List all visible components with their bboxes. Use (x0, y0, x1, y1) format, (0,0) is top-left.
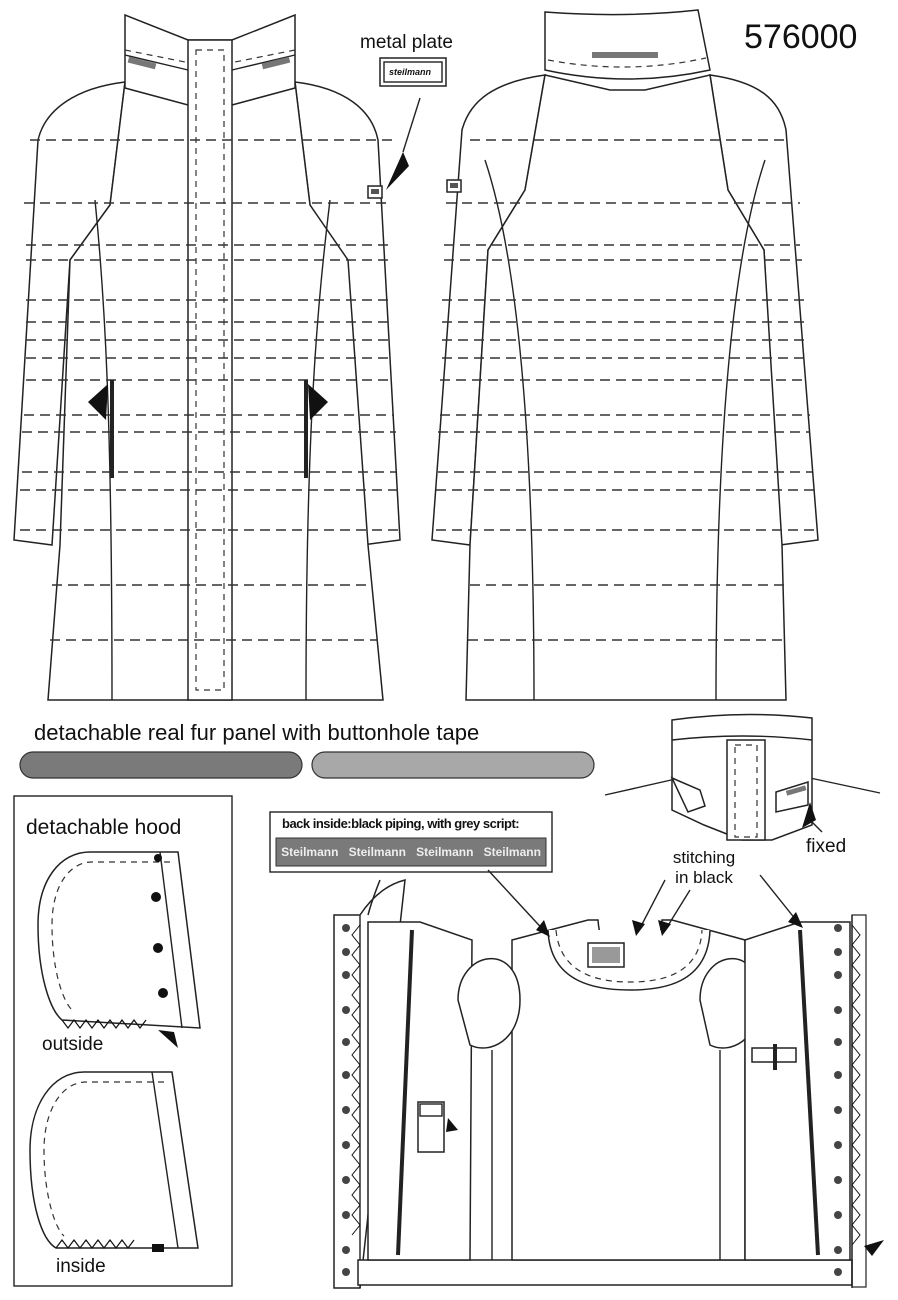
front-view-coat (13, 13, 421, 701)
back-quilting-lines (436, 139, 816, 641)
back-view-coat (431, 9, 819, 701)
metal-plate-label: metal plate (360, 32, 453, 53)
hood-outside-label: outside (42, 1034, 104, 1055)
script-tape: Steilmann Steilmann Steilmann Steilmann (276, 838, 546, 866)
callout-arrows (367, 869, 803, 937)
pocket-arrow-right (308, 384, 328, 420)
inside-view (333, 879, 884, 1289)
front-quilting-lines (20, 139, 400, 641)
metal-plate-logo: steilmann (389, 67, 432, 77)
fur-panel-label: detachable real fur panel with buttonhol… (34, 720, 480, 745)
hood-title: detachable hood (26, 816, 182, 839)
collar-detail (604, 713, 881, 841)
script-tape-word: Steilmann (281, 845, 339, 859)
fur-panel-right-bar (311, 751, 595, 779)
style-number: 576000 (744, 18, 858, 56)
script-tape-word: Steilmann (483, 845, 541, 859)
pocket-arrow-left (88, 384, 108, 420)
piping-note: back inside:black piping, with grey scri… (282, 816, 520, 831)
script-tape-word: Steilmann (348, 845, 406, 859)
hood-inside-label: inside (56, 1256, 106, 1277)
hood-inside-drawing (29, 1071, 199, 1252)
script-tape-word: Steilmann (416, 845, 474, 859)
fixed-label: fixed (806, 836, 847, 857)
fur-panel-left-bar (19, 751, 303, 779)
hood-box (13, 795, 233, 1287)
metal-plate-badge (379, 57, 447, 87)
hood-outside-drawing (37, 851, 201, 1048)
stitching-label: stitching in black (672, 848, 736, 887)
